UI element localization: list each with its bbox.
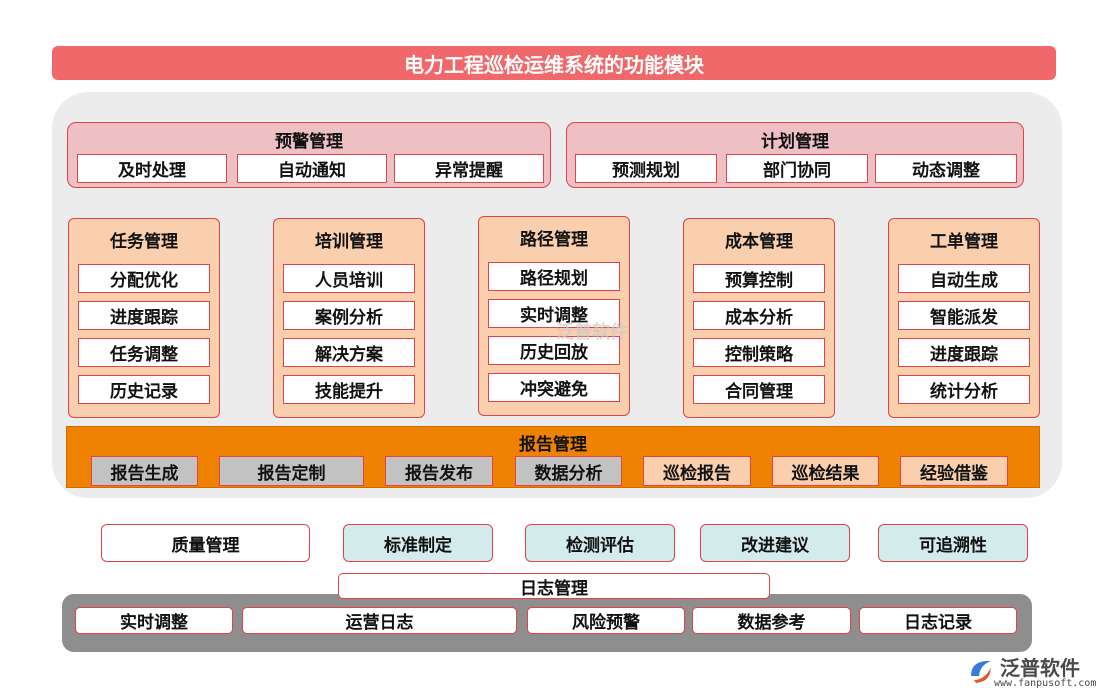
group-item: 动态调整: [875, 154, 1017, 183]
report-item: 巡检结果: [772, 456, 879, 486]
log-item: 日志记录: [859, 607, 1017, 634]
log-item: 运营日志: [242, 607, 517, 634]
log-item: 实时调整: [75, 607, 233, 634]
column-title: 工单管理: [930, 231, 998, 252]
column-item: 冲突避免: [488, 373, 620, 402]
report-item: 报告发布: [385, 456, 493, 486]
column-item: 智能派发: [898, 301, 1030, 330]
report-item: 报告生成: [91, 456, 198, 486]
group-title: 计划管理: [761, 131, 829, 152]
report-item: 巡检报告: [643, 456, 751, 486]
column-item: 预算控制: [693, 264, 825, 293]
column-title: 成本管理: [725, 231, 793, 252]
group-item: 预测规划: [575, 154, 717, 183]
report-item: 经验借鉴: [900, 456, 1008, 486]
quality-item: 质量管理: [101, 524, 310, 562]
column-item: 进度跟踪: [898, 338, 1030, 367]
log-item: 数据参考: [692, 607, 851, 634]
group-item: 及时处理: [77, 154, 227, 183]
column-item: 历史记录: [78, 375, 210, 404]
column-item: 实时调整: [488, 299, 620, 328]
report-item: 报告定制: [219, 456, 364, 486]
column-title: 路径管理: [520, 229, 588, 250]
watermark-text: 泛普软件: [556, 322, 628, 343]
fanpu-logo-icon: [971, 661, 991, 683]
report-item: 数据分析: [515, 456, 622, 486]
column-item: 合同管理: [693, 375, 825, 404]
column-item: 进度跟踪: [78, 301, 210, 330]
quality-item: 改进建议: [700, 524, 850, 562]
column-item: 成本分析: [693, 301, 825, 330]
report-title: 报告管理: [519, 434, 587, 455]
column-item: 控制策略: [693, 338, 825, 367]
log-item: 风险预警: [527, 607, 685, 634]
group-item: 异常提醒: [394, 154, 544, 183]
column-item: 任务调整: [78, 338, 210, 367]
column-title: 培训管理: [315, 231, 383, 252]
diagram-title: 电力工程巡检运维系统的功能模块: [52, 46, 1056, 80]
group-title: 预警管理: [275, 131, 343, 152]
column-item: 解决方案: [283, 338, 415, 367]
log-title: 日志管理: [338, 573, 770, 599]
column-item: 路径规划: [488, 262, 620, 291]
column-title: 任务管理: [110, 231, 178, 252]
quality-item: 检测评估: [525, 524, 675, 562]
group-item: 部门协同: [726, 154, 868, 183]
column-item: 自动生成: [898, 264, 1030, 293]
quality-item: 标准制定: [343, 524, 493, 562]
column-item: 分配优化: [78, 264, 210, 293]
column-item: 案例分析: [283, 301, 415, 330]
column-item: 技能提升: [283, 375, 415, 404]
quality-item: 可追溯性: [878, 524, 1028, 562]
column-item: 人员培训: [283, 264, 415, 293]
logo-name: 泛普软件: [1000, 656, 1080, 680]
group-item: 自动通知: [237, 154, 387, 183]
logo-url: www.fanpusoft.com: [994, 678, 1097, 689]
column-item: 历史回放: [488, 336, 620, 365]
column-item: 统计分析: [898, 375, 1030, 404]
